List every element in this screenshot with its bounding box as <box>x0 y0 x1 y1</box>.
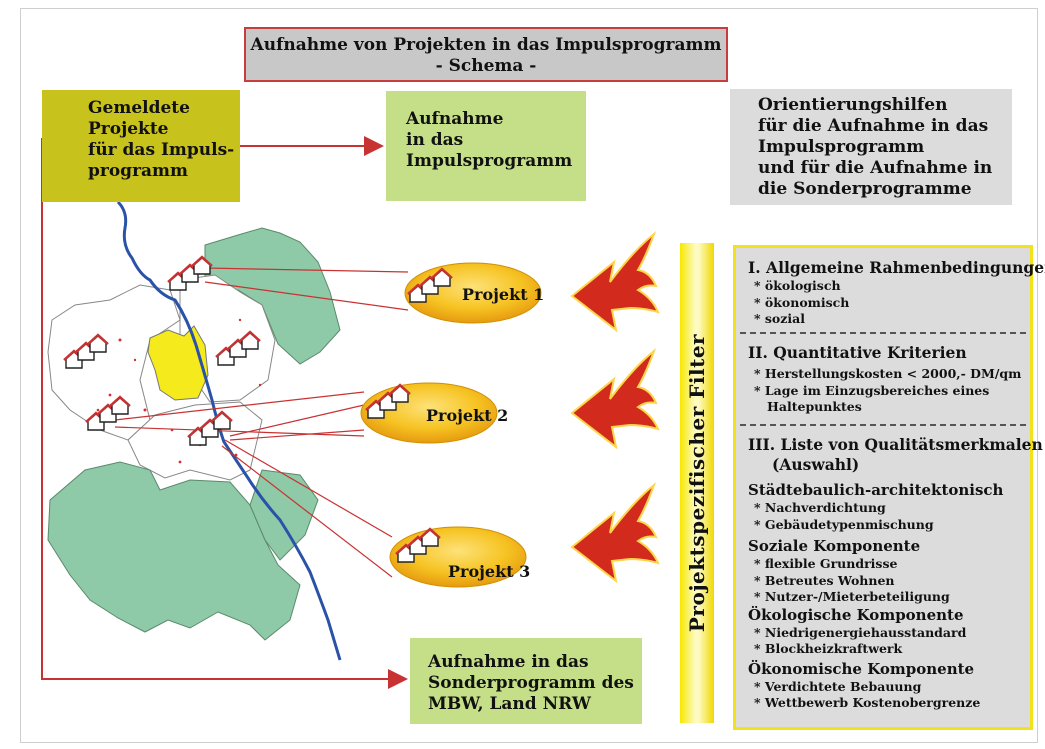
criteria-box: I. Allgemeine Rahmenbedingungen * ökolog… <box>733 245 1045 730</box>
criteria-item: Haltepunktes <box>754 399 862 414</box>
reported-line: für das Impuls- <box>88 140 235 160</box>
connector-reported-to-sonder <box>41 138 408 689</box>
filter-label: Projektspezifischer Filter <box>685 333 709 633</box>
house-icon <box>191 255 213 275</box>
section-heading: III. Liste von Qualitätsmerkmalen <box>748 435 1043 454</box>
filter-arrows <box>570 230 660 584</box>
criteria-item: * Wettbewerb Kostenobergrenze <box>754 695 981 710</box>
criteria-item: * Gebäudetypenmischung <box>754 516 934 532</box>
section-subheading: (Auswahl) <box>772 455 860 474</box>
sonder-line: MBW, Land NRW <box>428 694 591 714</box>
river <box>116 200 342 661</box>
group-title: Soziale Komponente <box>748 537 921 555</box>
house-icon <box>239 330 261 350</box>
orientation-line: Orientierungshilfen <box>758 95 948 115</box>
aufnahme-line: in das <box>406 130 464 150</box>
criteria-item: * sozial <box>754 311 805 326</box>
fan-arrow <box>570 481 660 584</box>
criteria-item: * flexible Grundrisse <box>754 556 898 571</box>
house-icons <box>63 255 453 563</box>
reported-line: Projekte <box>88 119 169 139</box>
house-icon <box>431 267 453 287</box>
house-icon <box>87 333 109 353</box>
section-heading: I. Allgemeine Rahmenbedingungen <box>748 258 1045 277</box>
reported-line: programm <box>88 161 189 181</box>
project-1-label: Projekt 1 <box>462 285 545 304</box>
page-frame <box>20 8 1038 743</box>
house-icon <box>419 527 441 547</box>
criteria-item: * Betreutes Wohnen <box>754 572 895 588</box>
group-title: Ökonomische Komponente <box>748 659 975 678</box>
orientation-line: für die Aufnahme in das <box>758 116 989 136</box>
section-divider <box>740 332 1026 334</box>
criteria-section-2: II. Quantitative Kriterien * Herstellung… <box>748 343 1021 416</box>
group-title: Städtebaulich-architektonisch <box>748 481 1004 499</box>
criteria-item: * Verdichtete Bebauung <box>754 678 922 694</box>
project-3-label: Projekt 3 <box>448 562 531 581</box>
sonder-box: Aufnahme in das Sonderprogramm des MBW, … <box>410 638 642 724</box>
map-district-south-east <box>249 469 319 561</box>
criteria-item: * ökologisch <box>754 278 841 293</box>
criteria-section-3: III. Liste von Qualitätsmerkmalen (Auswa… <box>748 435 1043 712</box>
diagram-title: Aufnahme von Projekten in das Impulsprog… <box>244 27 728 82</box>
sonder-line: Aufnahme in das <box>428 652 589 672</box>
orientation-line: Impulsprogramm <box>758 137 925 157</box>
project-lines <box>114 267 409 578</box>
criteria-section-1: I. Allgemeine Rahmenbedingungen * ökolog… <box>748 258 1045 328</box>
orientation-box: Orientierungshilfen für die Aufnahme in … <box>730 89 1012 205</box>
project-2-label: Projekt 2 <box>426 406 509 425</box>
section-heading: II. Quantitative Kriterien <box>748 343 967 362</box>
group-title: Ökologische Komponente <box>748 605 964 624</box>
aufnahme-line: Aufnahme <box>406 109 504 129</box>
fan-arrow <box>570 230 660 333</box>
orientation-line: die Sonderprogramme <box>758 179 972 199</box>
map-district-highlighted <box>147 325 209 401</box>
title-line-2: - Schema - <box>435 56 537 76</box>
map-district-west <box>47 284 181 441</box>
fan-arrow <box>570 347 660 450</box>
criteria-item: * Lage im Einzugsbereiches eines <box>754 382 990 398</box>
aufnahme-line: Impulsprogramm <box>406 151 573 171</box>
criteria-item: * Herstellungskosten < 2000,- DM/qm <box>754 366 1022 381</box>
house-icon <box>211 410 233 430</box>
aufnahme-impuls-box: Aufnahme in das Impulsprogramm <box>386 91 586 201</box>
filter-bar: Projektspezifischer Filter <box>680 243 714 723</box>
criteria-item: * Nachverdichtung <box>754 500 886 515</box>
sonder-line: Sonderprogramm des <box>428 673 634 693</box>
section-divider <box>740 424 1026 426</box>
criteria-item: * ökonomisch <box>754 294 850 310</box>
house-icon <box>109 395 131 415</box>
orientation-line: und für die Aufnahme in <box>758 158 993 178</box>
title-line-1: Aufnahme von Projekten in das Impulsprog… <box>250 35 722 55</box>
criteria-item: * Blockheizkraftwerk <box>754 641 903 656</box>
reported-projects-box: Gemeldete Projekte für das Impuls- progr… <box>42 90 240 202</box>
criteria-item: * Nutzer-/Mieterbeteiligung <box>754 589 950 604</box>
reported-line: Gemeldete <box>88 98 190 118</box>
criteria-item: * Niedrigenergiehausstandard <box>754 624 967 640</box>
house-icon <box>389 383 411 403</box>
region-map <box>47 227 341 641</box>
map-district-south-west <box>47 461 301 641</box>
